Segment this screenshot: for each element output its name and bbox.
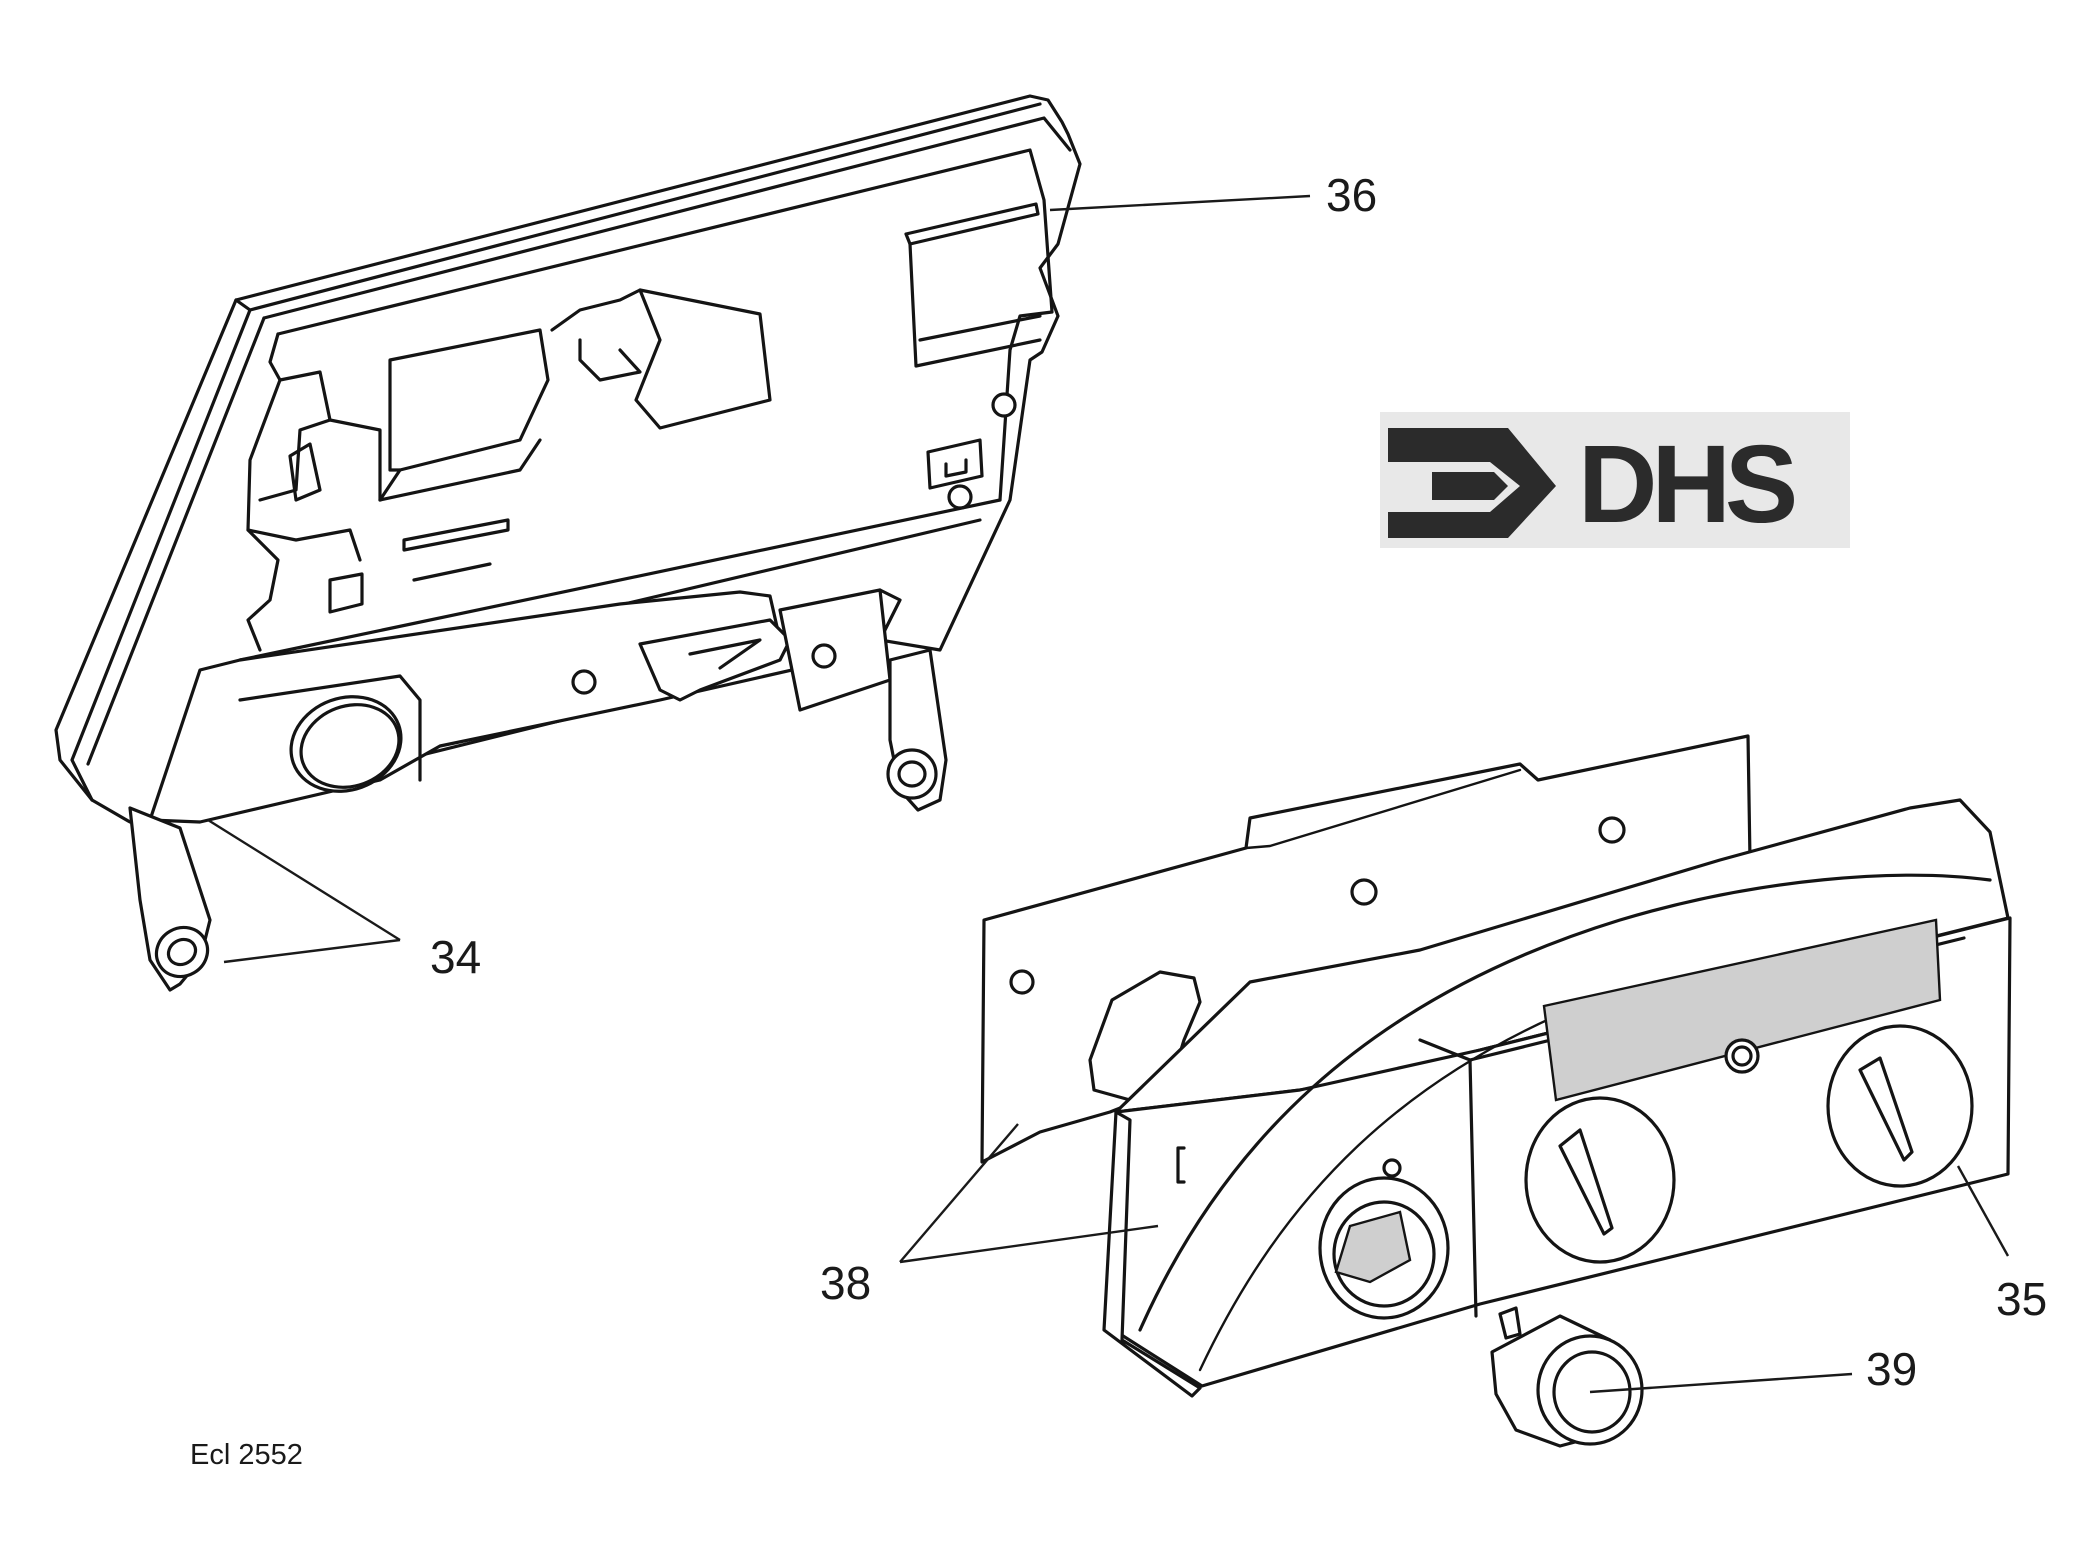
part-39-bulb <box>1490 1306 1644 1448</box>
callout-35: 35 <box>1996 1273 2048 1325</box>
dhs-logo-wordmark: DHS <box>1578 423 1795 546</box>
callout-38: 38 <box>820 1257 872 1309</box>
callout-34: 34 <box>430 931 482 983</box>
callout-39: 39 <box>1866 1343 1918 1395</box>
dhs-logo-arrow-mark <box>1388 428 1556 538</box>
reference-number: Ecl 2552 <box>190 1439 303 1471</box>
callout-36: 36 <box>1326 169 1378 221</box>
dhs-logo: DHS <box>1380 412 1850 548</box>
part-35-control-panel <box>1102 798 2012 1398</box>
leader-lines <box>207 194 2010 1394</box>
part-36-control-housing <box>54 94 1082 992</box>
